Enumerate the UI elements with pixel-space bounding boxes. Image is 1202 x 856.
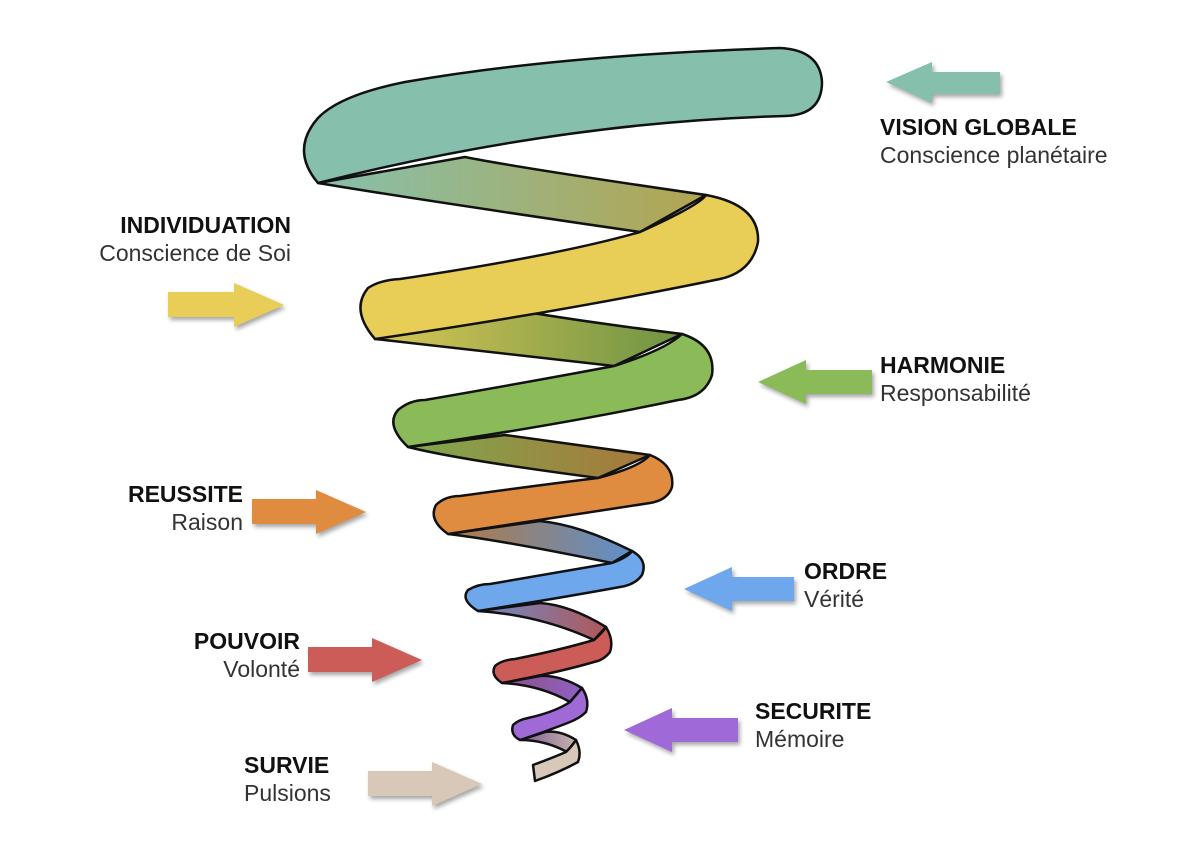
arrow-left-icon — [758, 360, 872, 404]
level-subtitle: Mémoire — [755, 725, 845, 752]
spiral-band-survie — [531, 738, 581, 783]
level-title: HARMONIE — [880, 352, 1006, 378]
level-subtitle: Conscience planétaire — [880, 141, 1108, 168]
level-title: SECURITE — [755, 698, 872, 724]
label-reussite: REUSSITE Raison — [128, 481, 243, 536]
arrow-pouvoir — [308, 638, 422, 682]
level-title: INDIVIDUATION — [120, 212, 291, 238]
level-subtitle: Volonté — [223, 655, 300, 682]
arrow-left-icon — [886, 62, 1000, 103]
spiral-connector-3 — [406, 433, 652, 480]
arrow-left-icon — [624, 708, 738, 752]
label-pouvoir: POUVOIR Volonté — [194, 628, 300, 683]
arrow-harmonie — [758, 360, 872, 404]
spiral-band-individuation — [359, 193, 760, 341]
arrow-right-icon — [368, 762, 482, 806]
level-title: VISION GLOBALE — [880, 114, 1077, 140]
arrow-left-icon — [684, 567, 794, 611]
spiral-band-harmonie — [392, 332, 714, 449]
arrow-reussite — [252, 490, 366, 534]
spiral-band-pouvoir — [492, 625, 613, 685]
level-title: POUVOIR — [193, 628, 300, 654]
label-vision-globale: VISION GLOBALE Conscience planétaire — [880, 114, 1108, 169]
arrow-ordre — [684, 567, 794, 611]
spiral-band-securite — [511, 686, 589, 742]
level-title: ORDRE — [804, 558, 888, 584]
level-title: SURVIE — [244, 752, 330, 778]
arrow-vision-globale — [886, 62, 1000, 103]
spiral-band-reussite — [432, 453, 674, 536]
arrow-securite — [624, 708, 738, 752]
label-individuation: INDIVIDUATION Conscience de Soi — [99, 212, 291, 267]
arrow-individuation — [168, 283, 284, 327]
label-harmonie: HARMONIE Responsabilité — [880, 352, 1031, 407]
level-subtitle: Raison — [171, 508, 243, 535]
label-survie: SURVIE Pulsions — [244, 752, 331, 807]
arrow-right-icon — [308, 638, 422, 682]
spiral-band-vision-globale — [302, 46, 824, 185]
arrow-right-icon — [168, 283, 284, 327]
level-subtitle: Vérité — [804, 585, 865, 612]
level-subtitle: Pulsions — [244, 779, 331, 806]
label-securite: SECURITE Mémoire — [755, 698, 871, 753]
arrow-survie — [368, 762, 482, 806]
spiral-band-ordre — [464, 549, 645, 613]
level-title: REUSSITE — [127, 481, 243, 507]
level-subtitle: Conscience de Soi — [99, 239, 291, 266]
label-ordre: ORDRE Vérité — [804, 558, 887, 613]
arrow-right-icon — [252, 490, 366, 534]
level-subtitle: Responsabilité — [880, 379, 1031, 406]
